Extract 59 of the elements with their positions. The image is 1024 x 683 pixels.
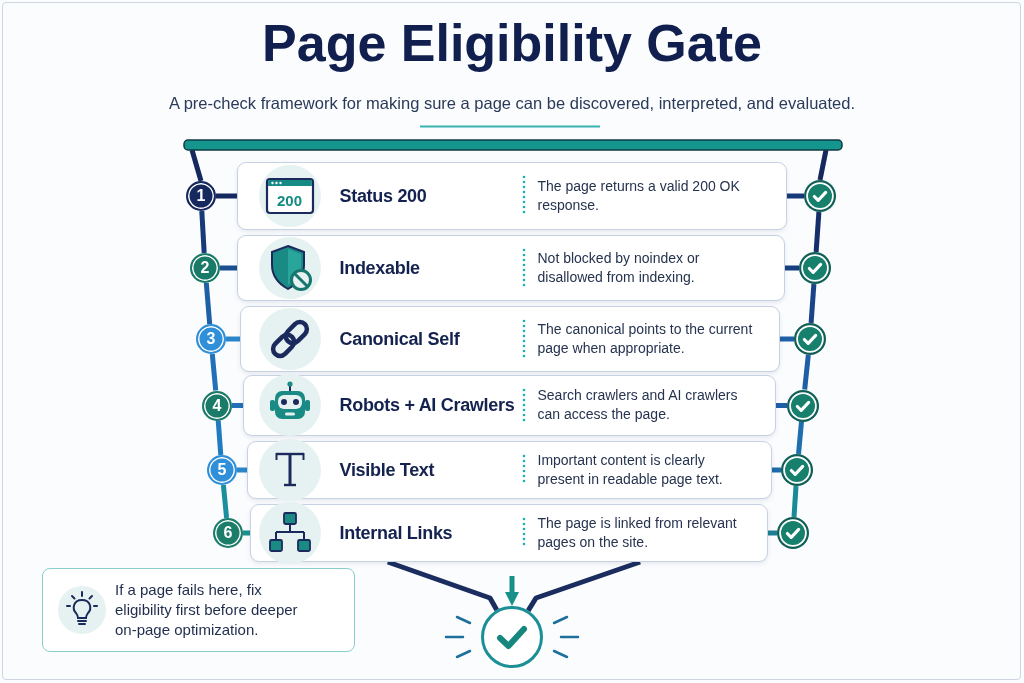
check-circle-icon <box>787 389 819 422</box>
connector-line <box>203 282 213 325</box>
connector-line <box>232 403 243 408</box>
check-circle-icon <box>794 323 826 355</box>
check-title: Robots + AI Crawlers <box>339 394 515 416</box>
check-title: Canonical Self <box>339 327 460 350</box>
check-circle-icon <box>799 252 831 284</box>
connector-line <box>802 354 811 390</box>
arrow <box>505 576 519 606</box>
connector-line <box>787 193 804 199</box>
check-card <box>243 375 776 436</box>
step-number: 6 <box>213 518 243 548</box>
tip-text: If a page fails here, fix eligibility first before deeper on-page optimization. <box>115 579 299 640</box>
step-number: 2 <box>190 253 220 283</box>
check-card <box>240 306 780 372</box>
check-circle-icon <box>804 180 836 212</box>
connector-line <box>220 484 230 519</box>
connector-line <box>243 530 250 536</box>
connector-line <box>209 353 219 391</box>
step-number: 3 <box>196 324 226 354</box>
connector-line <box>215 420 224 456</box>
title: Page Eligibility Gate <box>262 13 762 74</box>
connector-line <box>785 265 799 271</box>
check-description: The page is linked from relevant pages on the site. <box>537 513 738 552</box>
step-number: 1 <box>186 181 216 211</box>
connector-line <box>216 193 237 199</box>
tip-card <box>42 568 355 652</box>
subtitle: A pre-check framework for making sure a page can be discovered, interpreted, and evaluated. <box>168 93 856 114</box>
check-card <box>250 504 768 562</box>
step-number: 5 <box>207 455 237 485</box>
connector-line <box>220 265 237 271</box>
check-card <box>237 162 787 230</box>
connector-line <box>796 421 804 455</box>
connector-line <box>780 336 794 342</box>
check-description: Search crawlers and AI crawlers can access the page. <box>537 386 739 424</box>
connector-line <box>776 403 787 408</box>
check-circle-icon <box>777 517 809 549</box>
step-number: 4 <box>202 390 232 421</box>
check-description: The page returns a valid 200 OK response. <box>537 176 741 215</box>
check-card <box>247 441 772 499</box>
check-circle-icon <box>781 454 813 486</box>
check-description: Important content is clearly present in readable page text. <box>537 450 724 489</box>
connector-line <box>237 467 247 473</box>
status-code-text: 200 <box>277 191 302 208</box>
check-title: Indexable <box>339 256 420 279</box>
connector-line <box>226 336 240 342</box>
connector-line <box>772 467 781 473</box>
check-card <box>237 235 785 301</box>
connector-line <box>808 283 817 324</box>
connector-line <box>768 530 777 536</box>
check-title: Internal Links <box>339 521 453 544</box>
connector-line <box>199 210 207 254</box>
check-title: Visible Text <box>339 458 435 481</box>
check-title: Status 200 <box>339 184 427 207</box>
check-description: The canonical points to the current page when appropriate. <box>537 319 753 358</box>
connector-line <box>791 485 799 518</box>
check-description: Not blocked by noindex or disallowed from indexing. <box>537 248 701 287</box>
check-circle-icon <box>481 606 543 668</box>
connector-line <box>813 211 822 253</box>
